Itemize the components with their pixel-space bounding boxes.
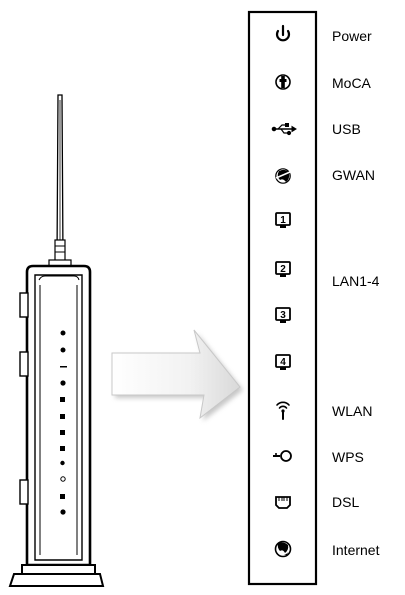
label-lan1-4: LAN1-4 — [332, 273, 379, 289]
lan2-port-number: 2 — [280, 264, 286, 275]
label-power: Power — [332, 28, 372, 44]
lan4-port-number: 4 — [280, 357, 286, 368]
router-device — [10, 95, 103, 586]
label-internet: Internet — [332, 542, 379, 558]
side-button-3 — [20, 480, 28, 504]
internet-icon — [276, 542, 291, 557]
label-dsl: DSL — [332, 494, 359, 510]
label-moca: MoCA — [332, 75, 371, 91]
router-antenna — [49, 95, 71, 270]
pointing-arrow — [112, 330, 243, 421]
label-gwan: GWAN — [332, 167, 375, 183]
lan3-port-number: 3 — [280, 310, 286, 321]
label-wlan: WLAN — [332, 403, 372, 419]
side-button-2 — [20, 352, 28, 376]
label-usb: USB — [332, 121, 361, 137]
lan1-port-number: 1 — [280, 215, 286, 226]
side-button-1 — [20, 293, 28, 317]
gwan-icon — [276, 169, 290, 183]
label-wps: WPS — [332, 449, 364, 465]
